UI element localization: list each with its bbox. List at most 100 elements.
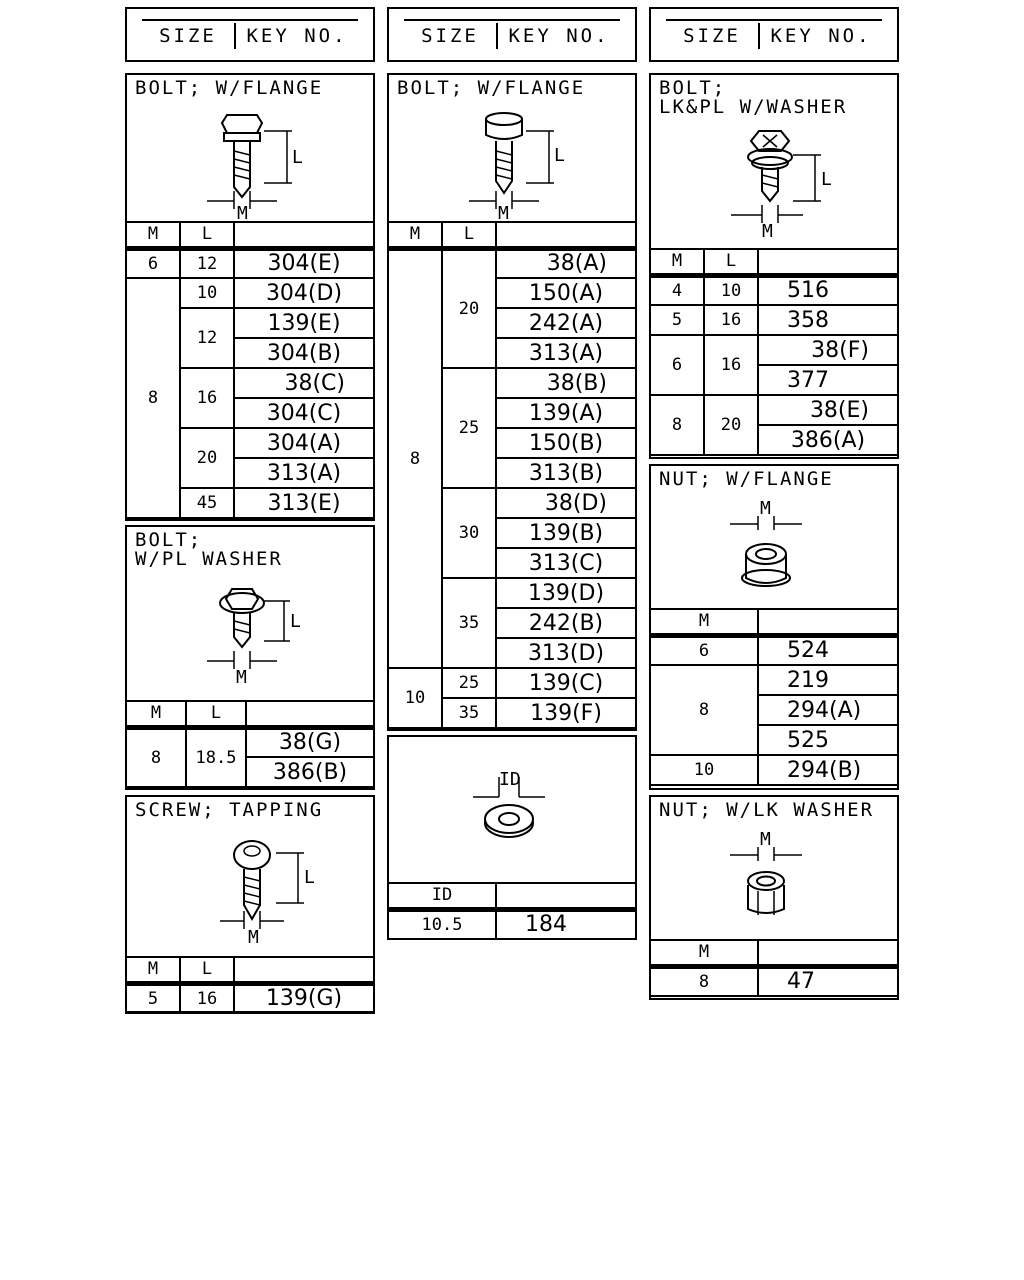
key-no: 516: [757, 274, 899, 306]
dim-m-label: M: [762, 221, 773, 242]
l-value: 45: [179, 487, 235, 519]
key-no: 313(B): [495, 457, 637, 489]
m-value: 8: [649, 394, 705, 456]
l-value: 20: [441, 247, 497, 369]
nut-lk-washer-icon: M: [730, 829, 802, 915]
dim-m-label: M: [236, 667, 247, 688]
dim-m-label: M: [248, 927, 259, 948]
dim-m-label: M: [237, 203, 248, 224]
l-value: 10: [703, 274, 759, 306]
size-label: SIZE: [683, 24, 741, 47]
key-no-label: KEY NO.: [508, 24, 610, 47]
header-size-key-2: SIZE KEY NO.: [387, 7, 637, 62]
l-value: 35: [441, 577, 497, 669]
key-no: 184: [495, 908, 637, 940]
col-l: L: [179, 956, 235, 986]
key-no: 304(D): [233, 277, 375, 309]
col-m: M: [125, 956, 181, 986]
dim-m-label: M: [498, 203, 509, 224]
l-value: 35: [441, 697, 497, 729]
l-value: 25: [441, 667, 497, 699]
bolt-flange-icon: L M: [207, 114, 302, 224]
key-no: 386(B): [245, 756, 375, 788]
dim-l-label: L: [304, 867, 315, 888]
panel-title: BOLT; W/FLANGE: [397, 77, 586, 99]
m-value: 4: [649, 274, 705, 306]
key-no: 524: [757, 634, 899, 666]
key-no: 150(B): [495, 427, 637, 459]
m-value: 6: [125, 247, 181, 279]
col-id: ID: [387, 882, 497, 912]
key-no: 313(A): [495, 337, 637, 369]
m-value: 8: [387, 247, 443, 669]
key-no: 139(C): [495, 667, 637, 699]
dim-l-label: L: [554, 145, 564, 166]
m-value: 6: [649, 634, 759, 666]
l-value: 20: [179, 427, 235, 489]
key-no: 242(B): [495, 607, 637, 639]
dim-l-label: L: [821, 169, 831, 190]
panel-title: BOLT; W/FLANGE: [135, 77, 324, 99]
bolt-flange-icon: L M: [469, 112, 564, 224]
col-l: L: [703, 248, 759, 278]
washer-icon: ID: [473, 769, 545, 838]
key-no: 313(A): [233, 457, 375, 489]
col-l: L: [185, 700, 247, 730]
m-value: 10: [387, 667, 443, 729]
key-no: 38(C): [233, 367, 375, 399]
bolt-pl-washer-icon: L M: [207, 588, 301, 688]
m-value: 10: [649, 754, 759, 786]
l-value: 16: [179, 982, 235, 1014]
size-label: SIZE: [421, 24, 479, 47]
key-no: 304(E): [233, 247, 375, 279]
l-value: 12: [179, 247, 235, 279]
dim-l-label: L: [292, 147, 302, 168]
key-no-label: KEY NO.: [770, 24, 872, 47]
m-value: 8: [649, 664, 759, 756]
nut-flange-icon: M: [730, 498, 802, 587]
key-no: 139(E): [233, 307, 375, 339]
key-no: 304(C): [233, 397, 375, 429]
key-no: 139(F): [495, 697, 637, 729]
header-size-key-3: SIZE KEY NO.: [649, 7, 899, 62]
panel-title: NUT; W/LK WASHER: [659, 799, 875, 821]
col-l: L: [179, 221, 235, 251]
col-m: M: [649, 248, 705, 278]
dim-l-label: L: [290, 611, 301, 632]
key-no: 242(A): [495, 307, 637, 339]
col-m: M: [125, 221, 181, 251]
panel-title: BOLT; W/PL WASHER: [135, 529, 283, 570]
screw-tapping-icon: L M: [220, 840, 315, 948]
l-value: 12: [179, 307, 235, 369]
m-value: 5: [649, 304, 705, 336]
panel-title: SCREW; TAPPING: [135, 799, 324, 821]
l-value: 25: [441, 367, 497, 489]
panel-title: BOLT; LK&PL W/WASHER: [659, 77, 848, 118]
key-no: 525: [757, 724, 899, 756]
key-no: 294(B): [757, 754, 899, 786]
id-value: 10.5: [387, 908, 497, 940]
key-no: 304(B): [233, 337, 375, 369]
panel-title: NUT; W/FLANGE: [659, 468, 834, 490]
key-no: 377: [757, 364, 899, 396]
col-m: M: [649, 939, 759, 969]
bolt-lk-pl-washer-icon: L M: [731, 130, 831, 242]
key-no: 313(D): [495, 637, 637, 669]
key-no: 386(A): [757, 424, 899, 456]
l-value: 18.5: [185, 726, 247, 788]
col-m: M: [387, 221, 443, 251]
dim-id-label: ID: [499, 769, 521, 790]
key-no: 304(A): [233, 427, 375, 459]
